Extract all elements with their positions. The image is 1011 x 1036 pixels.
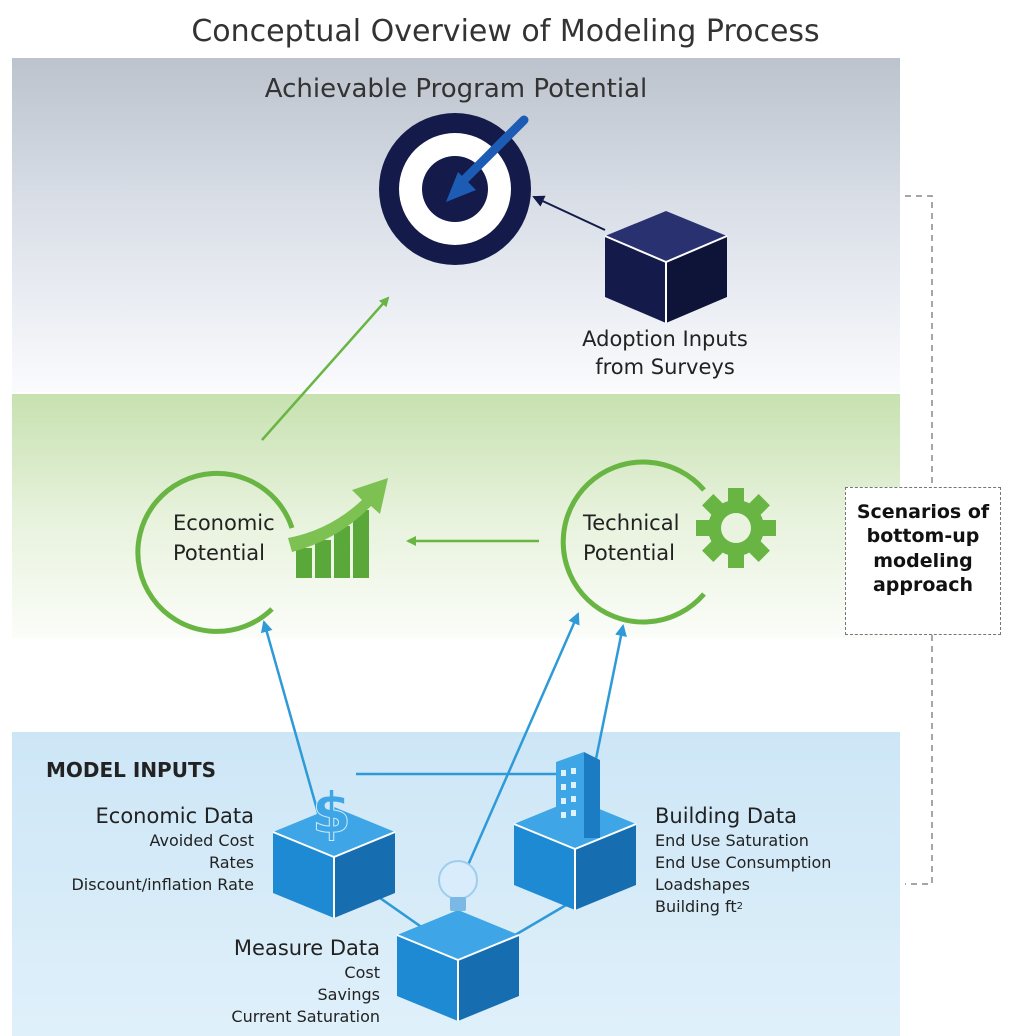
diagram-title: Conceptual Overview of Modeling Process <box>191 14 820 49</box>
technical-potential-line2: Potential <box>583 541 675 565</box>
economic-potential-ring <box>135 470 295 634</box>
scenarios-line3: modeling <box>873 549 973 572</box>
economic-data-to-economic-potential-arrow <box>260 620 322 821</box>
dollar-sign-icon: $ <box>312 781 351 846</box>
building-data-title: Building Data <box>655 804 798 828</box>
target-icon <box>379 113 531 265</box>
building-ft-label: Building ft <box>655 897 737 916</box>
building-icon <box>556 752 600 838</box>
measure-data-item: Cost <box>344 963 380 982</box>
economic-data-block: Economic Data Avoided Cost Rates Discoun… <box>20 802 254 896</box>
adoption-cube-icon <box>604 211 728 323</box>
economic-data-item: Avoided Cost <box>149 831 254 850</box>
scenarios-box <box>845 487 1001 635</box>
adoption-to-target-arrow <box>532 195 606 231</box>
technical-potential-line1: Technical <box>583 511 680 535</box>
building-data-item: Loadshapes <box>655 875 750 894</box>
scenarios-line1: Scenarios of <box>856 501 990 523</box>
adoption-inputs-line1: Adoption Inputs <box>582 327 748 351</box>
economic-data-item: Discount/inflation Rate <box>71 875 254 894</box>
building-data-block: Building Data End Use Saturation End Use… <box>655 802 831 918</box>
scenarios-label: Scenarios of bottom-up modeling approach <box>845 500 1001 597</box>
measure-data-item: Current Saturation <box>231 1007 380 1026</box>
adoption-inputs-line2: from Surveys <box>595 355 735 379</box>
achievable-program-potential-label: Achievable Program Potential <box>264 74 648 104</box>
measure-data-title: Measure Data <box>233 936 380 960</box>
economic-data-cube-icon <box>272 807 396 918</box>
economic-data-title: Economic Data <box>95 804 254 828</box>
scenarios-line4: approach <box>872 573 974 596</box>
scenarios-line2: bottom-up <box>866 525 980 548</box>
measure-data-block: Measure Data Cost Savings Current Satura… <box>180 934 380 1028</box>
economic-potential-label: Economic Potential <box>173 508 275 568</box>
economic-data-item: Rates <box>208 853 254 872</box>
building-data-item: End Use Saturation <box>655 831 809 850</box>
building-ft-superscript: 2 <box>736 901 743 912</box>
model-inputs-heading: MODEL INPUTS <box>46 758 216 782</box>
measure-data-to-technical-potential-arrow <box>456 612 580 889</box>
economic-potential-line2: Potential <box>173 541 265 565</box>
gear-icon <box>696 488 776 568</box>
economic-to-achievable-arrow <box>261 296 390 441</box>
scenarios-bracket <box>905 195 933 885</box>
economic-potential-line1: Economic <box>173 511 275 535</box>
growth-chart-icon <box>288 478 388 578</box>
building-data-item: End Use Consumption <box>655 853 832 872</box>
measure-data-cube-icon <box>396 910 520 1021</box>
technical-potential-label: Technical Potential <box>583 508 679 568</box>
building-data-item: Building ft2 <box>655 896 831 918</box>
measure-data-item: Savings <box>317 985 380 1004</box>
light-bulb-icon <box>438 860 478 911</box>
technical-potential-ring <box>560 459 706 625</box>
adoption-inputs-label: Adoption Inputs from Surveys <box>560 325 770 381</box>
building-data-cube-icon <box>513 799 637 910</box>
